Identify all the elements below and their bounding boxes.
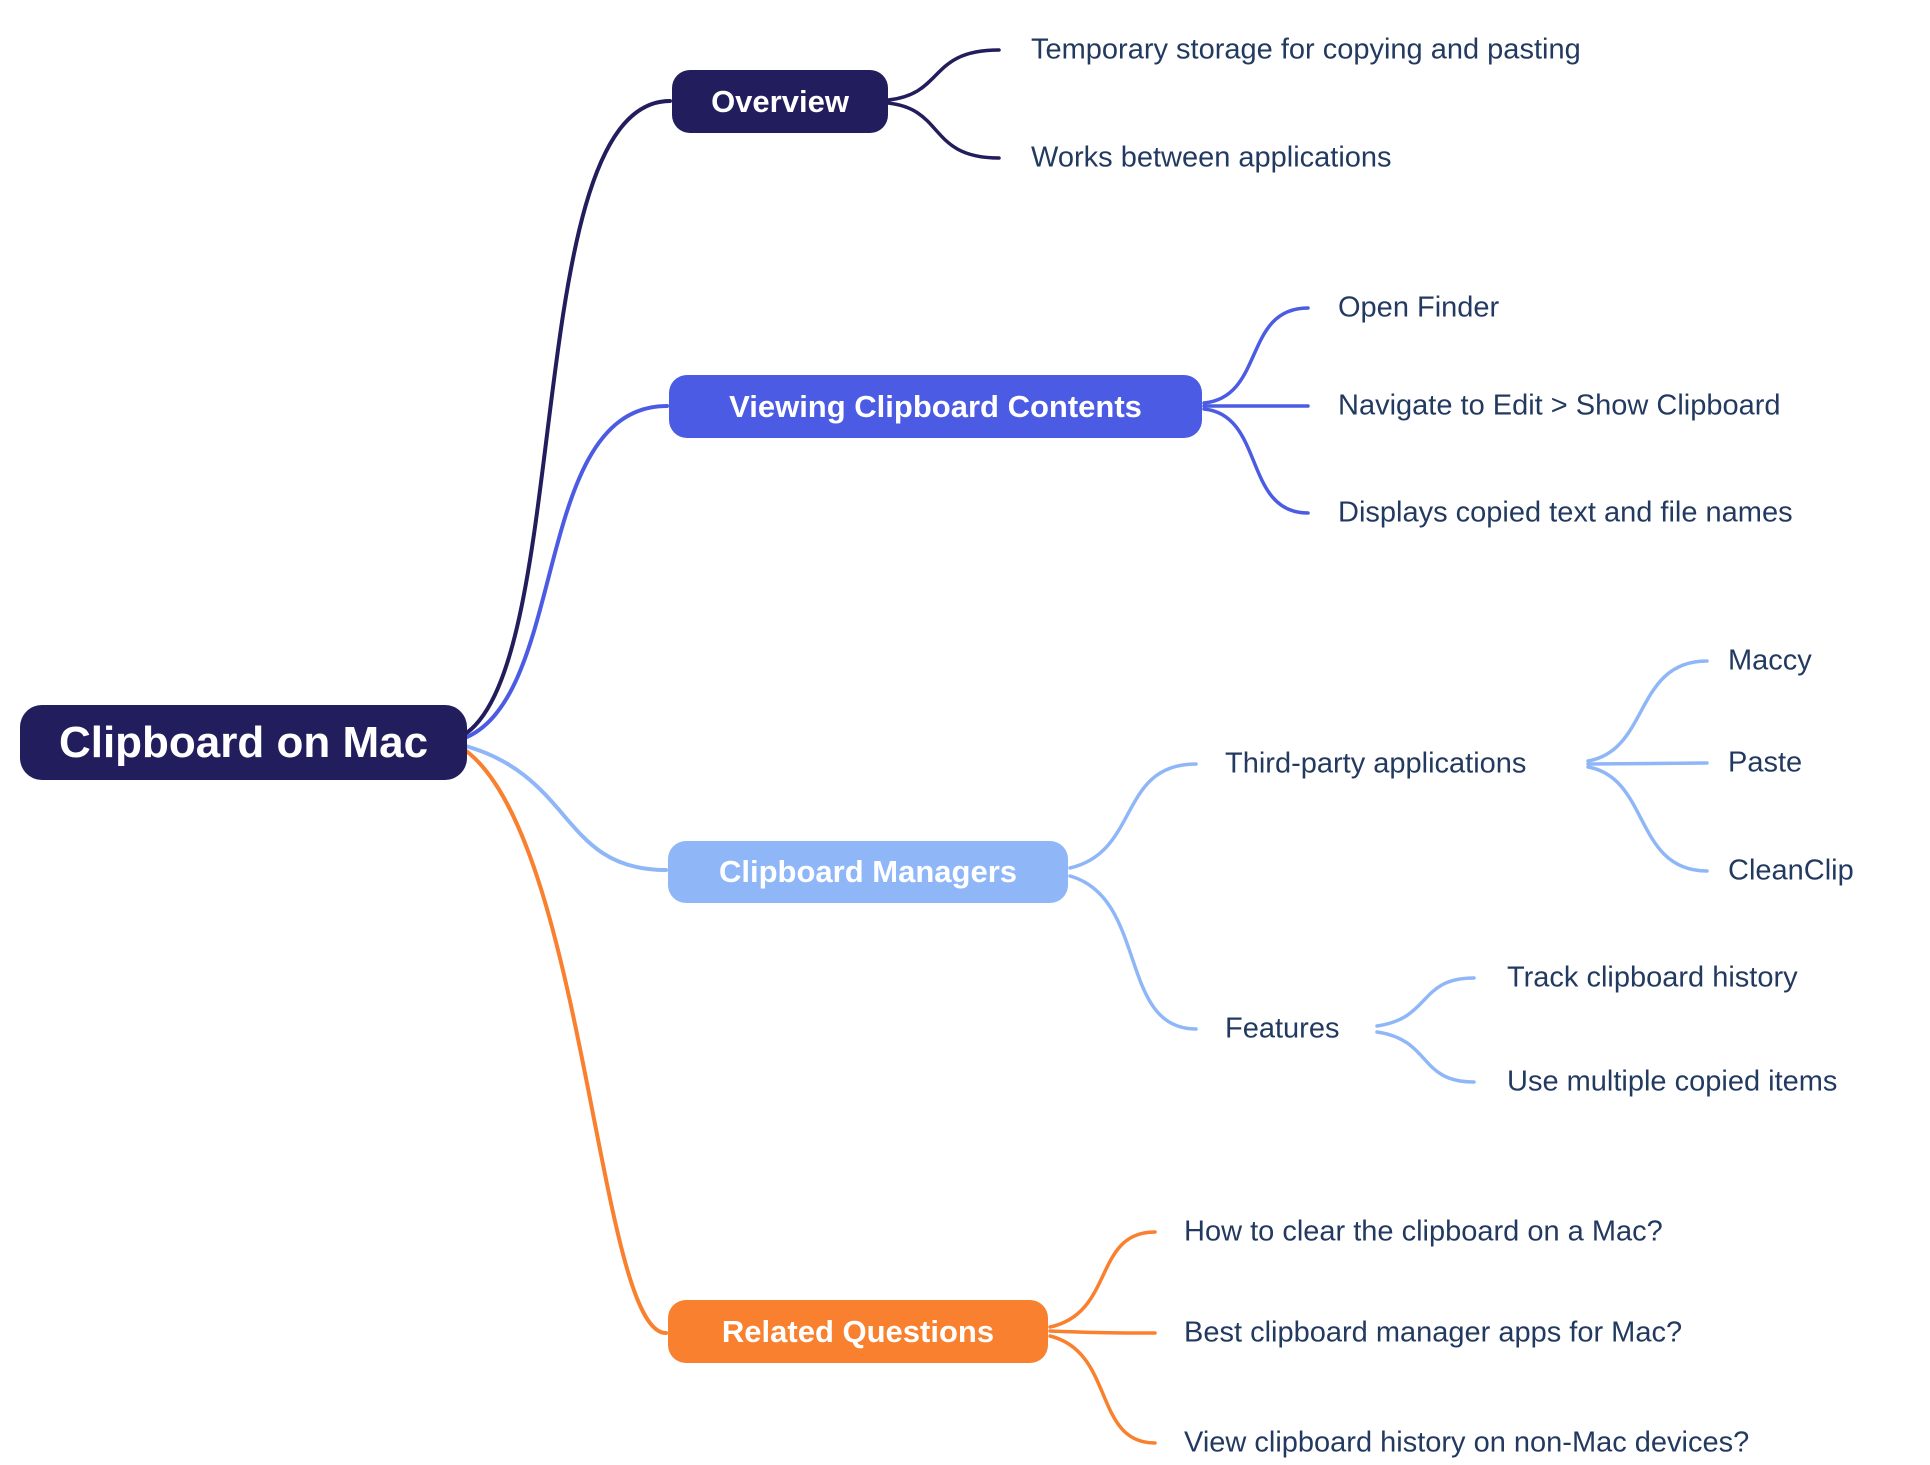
leaf-use-multiple[interactable]: Use multiple copied items xyxy=(1507,1065,1838,1098)
edge-features-to-track xyxy=(1375,976,1476,1028)
leaf-how-to-clear[interactable]: How to clear the clipboard on a Mac? xyxy=(1184,1215,1663,1248)
node-overview-label: Overview xyxy=(711,83,849,119)
edge-features-to-use xyxy=(1375,1030,1476,1084)
node-related-questions-label: Related Questions xyxy=(721,1313,995,1349)
edge-viewing-to-displays xyxy=(1202,407,1310,515)
edge-root-to-overview xyxy=(460,99,672,738)
leaf-paste[interactable]: Paste xyxy=(1728,746,1803,779)
leaf-view-history-non-mac[interactable]: View clipboard history on non-Mac device… xyxy=(1184,1426,1750,1459)
edge-root-to-viewing xyxy=(460,404,669,741)
edge-managers-to-features xyxy=(1068,874,1198,1031)
leaf-best-apps[interactable]: Best clipboard manager apps for Mac? xyxy=(1184,1316,1683,1349)
node-clipboard-managers[interactable]: Clipboard Managers xyxy=(668,841,1068,903)
node-viewing-clipboard-contents-label: Viewing Clipboard Contents xyxy=(729,388,1142,424)
edge-related-to-best xyxy=(1048,1329,1157,1335)
leaf-track-history[interactable]: Track clipboard history xyxy=(1507,961,1798,994)
leaf-temporary-storage[interactable]: Temporary storage for copying and pastin… xyxy=(1031,33,1581,66)
leaf-displays-copied[interactable]: Displays copied text and file names xyxy=(1338,496,1793,529)
node-clipboard-managers-label: Clipboard Managers xyxy=(719,854,1017,889)
node-root[interactable]: Clipboard on Mac xyxy=(20,705,467,780)
edge-related-to-clear xyxy=(1048,1230,1157,1329)
node-viewing-clipboard-contents[interactable]: Viewing Clipboard Contents xyxy=(669,375,1202,438)
leaf-cleanclip[interactable]: CleanClip xyxy=(1728,854,1854,887)
leaf-navigate-edit[interactable]: Navigate to Edit > Show Clipboard xyxy=(1338,389,1781,422)
edge-viewing-to-finder xyxy=(1202,306,1310,405)
node-related-questions[interactable]: Related Questions xyxy=(668,1300,1048,1363)
edge-overview-to-temp xyxy=(886,48,1001,102)
leaf-maccy[interactable]: Maccy xyxy=(1728,644,1812,677)
edge-related-to-view xyxy=(1048,1334,1157,1445)
leaf-third-party-applications[interactable]: Third-party applications xyxy=(1225,747,1527,780)
leaf-open-finder[interactable]: Open Finder xyxy=(1338,291,1500,324)
leaf-features[interactable]: Features xyxy=(1225,1012,1340,1045)
edge-thirdparty-to-cleanclip xyxy=(1586,765,1709,873)
node-overview[interactable]: Overview xyxy=(672,70,888,133)
edge-overview-to-works xyxy=(886,101,1001,160)
edge-thirdparty-to-paste xyxy=(1586,761,1709,766)
edge-root-to-managers xyxy=(460,743,668,872)
edge-root-to-related xyxy=(460,746,668,1335)
node-root-label: Clipboard on Mac xyxy=(58,717,429,767)
leaf-works-between-apps[interactable]: Works between applications xyxy=(1031,141,1392,174)
edge-managers-to-thirdparty xyxy=(1068,762,1198,870)
edge-thirdparty-to-maccy xyxy=(1586,659,1709,763)
